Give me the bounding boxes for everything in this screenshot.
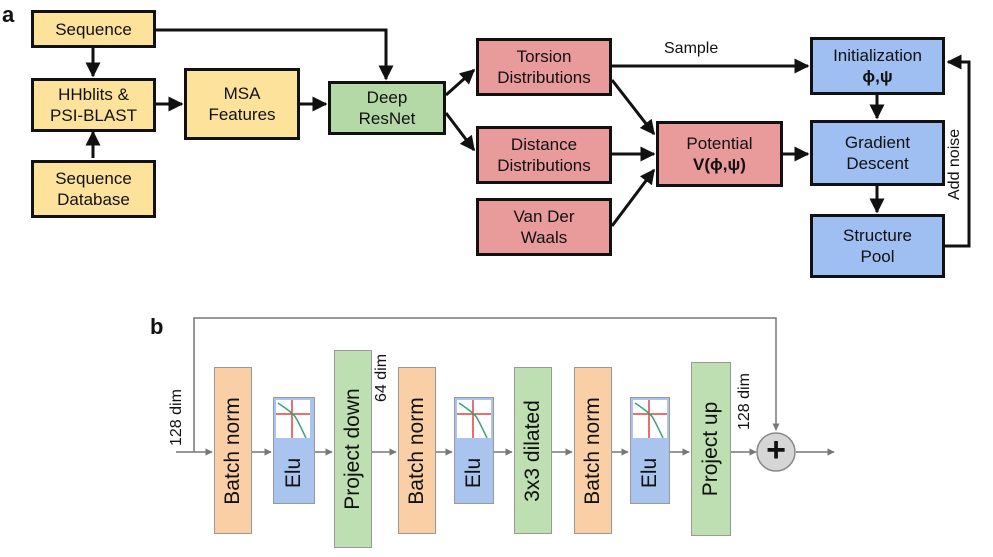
arrow-torsion-to-potential — [610, 79, 656, 136]
vdw-line2: Waals — [520, 228, 568, 247]
dim-label-mid: 64 dim — [373, 353, 390, 402]
torsion-distributions-box: Torsion Distributions — [476, 38, 612, 96]
torsion-line1: Torsion — [516, 47, 572, 66]
elu-label-1: Elu — [282, 457, 305, 489]
sequence-database-box: Sequence Database — [31, 160, 156, 218]
pool-line2: Pool — [860, 247, 895, 266]
msa-line2: Features — [208, 105, 276, 124]
skip-connection — [193, 317, 780, 452]
sequence-database-line2: Database — [57, 190, 130, 209]
panel-b-arrows — [176, 317, 835, 456]
batch-norm-label-2: Batch norm — [405, 396, 428, 505]
msa-line1: MSA — [223, 84, 261, 103]
hhblits-box: HHblits & PSI-BLAST — [31, 78, 156, 132]
msa-features-box: MSA Features — [184, 68, 300, 140]
dim-label-output: 128 dim — [736, 373, 753, 430]
pool-line1: Structure — [843, 226, 912, 245]
elu-block-3: Elu — [630, 397, 670, 504]
arrow-resnet-to-distance — [444, 112, 476, 152]
panel-label-b: b — [150, 314, 164, 339]
potential-box: Potential V(ϕ,ψ) — [656, 121, 783, 187]
potential-formula: V(ϕ,ψ) — [693, 155, 746, 174]
arrow-pool-to-init — [945, 54, 971, 248]
elu-plot-icon — [633, 400, 667, 438]
hhblits-line1: HHblits & — [58, 85, 129, 104]
gradient-line2: Descent — [846, 154, 909, 173]
sequence-label: Sequence — [55, 19, 132, 39]
dim-label-input: 128 dim — [168, 389, 185, 446]
potential-title: Potential — [686, 134, 753, 153]
resnet-line2: ResNet — [358, 109, 416, 128]
project-up-block: Project up — [691, 362, 731, 536]
elu-block-2: Elu — [454, 397, 494, 504]
batch-norm-block-3: Batch norm — [574, 367, 612, 534]
project-down-label: Project down — [341, 388, 364, 510]
sequence-database-line1: Sequence — [55, 169, 132, 188]
distance-line1: Distance — [510, 135, 578, 154]
plus-icon: + — [766, 431, 786, 469]
distance-distributions-box: Distance Distributions — [476, 126, 612, 184]
distance-line2: Distributions — [497, 156, 591, 175]
gradient-descent-box: Gradient Descent — [810, 120, 945, 186]
elu-plot-icon — [276, 400, 310, 438]
arrow-sequence-to-resnet — [156, 28, 394, 81]
add-noise-label: Add noise — [946, 128, 963, 200]
sum-node — [756, 432, 796, 472]
elu-label-2: Elu — [462, 457, 485, 489]
gradient-line1: Gradient — [844, 133, 911, 152]
deep-resnet-box: Deep ResNet — [328, 81, 446, 135]
batch-norm-label-3: Batch norm — [581, 396, 604, 505]
initialization-box: Initialization ϕ,ψ — [810, 37, 945, 95]
arrow-vdw-to-potential — [610, 168, 656, 227]
vdw-line1: Van Der — [513, 207, 575, 226]
torsion-line2: Distributions — [497, 68, 591, 87]
elu-block-1: Elu — [273, 397, 315, 504]
elu-label-3: Elu — [638, 457, 661, 489]
initialization-formula: ϕ,ψ — [862, 67, 893, 86]
structure-pool-box: Structure Pool — [810, 214, 945, 278]
van-der-waals-box: Van Der Waals — [476, 198, 612, 256]
initialization-title: Initialization — [833, 46, 922, 65]
batch-norm-label-1: Batch norm — [221, 396, 244, 505]
sample-label: Sample — [664, 40, 719, 57]
project-down-block: Project down — [334, 350, 372, 548]
elu-plot-icon — [457, 400, 491, 438]
hhblits-line2: PSI-BLAST — [50, 106, 137, 125]
panel-label-a: a — [2, 2, 15, 27]
dilated-conv-label: 3x3 dilated — [521, 399, 544, 502]
batch-norm-block-1: Batch norm — [214, 367, 252, 534]
resnet-line1: Deep — [366, 88, 408, 107]
panel-a-arrows — [85, 28, 971, 248]
sequence-box: Sequence — [31, 10, 156, 48]
project-up-label: Project up — [699, 401, 722, 497]
dilated-conv-block: 3x3 dilated — [514, 367, 552, 534]
arrow-resnet-to-torsion — [445, 68, 476, 97]
batch-norm-block-2: Batch norm — [398, 367, 436, 534]
